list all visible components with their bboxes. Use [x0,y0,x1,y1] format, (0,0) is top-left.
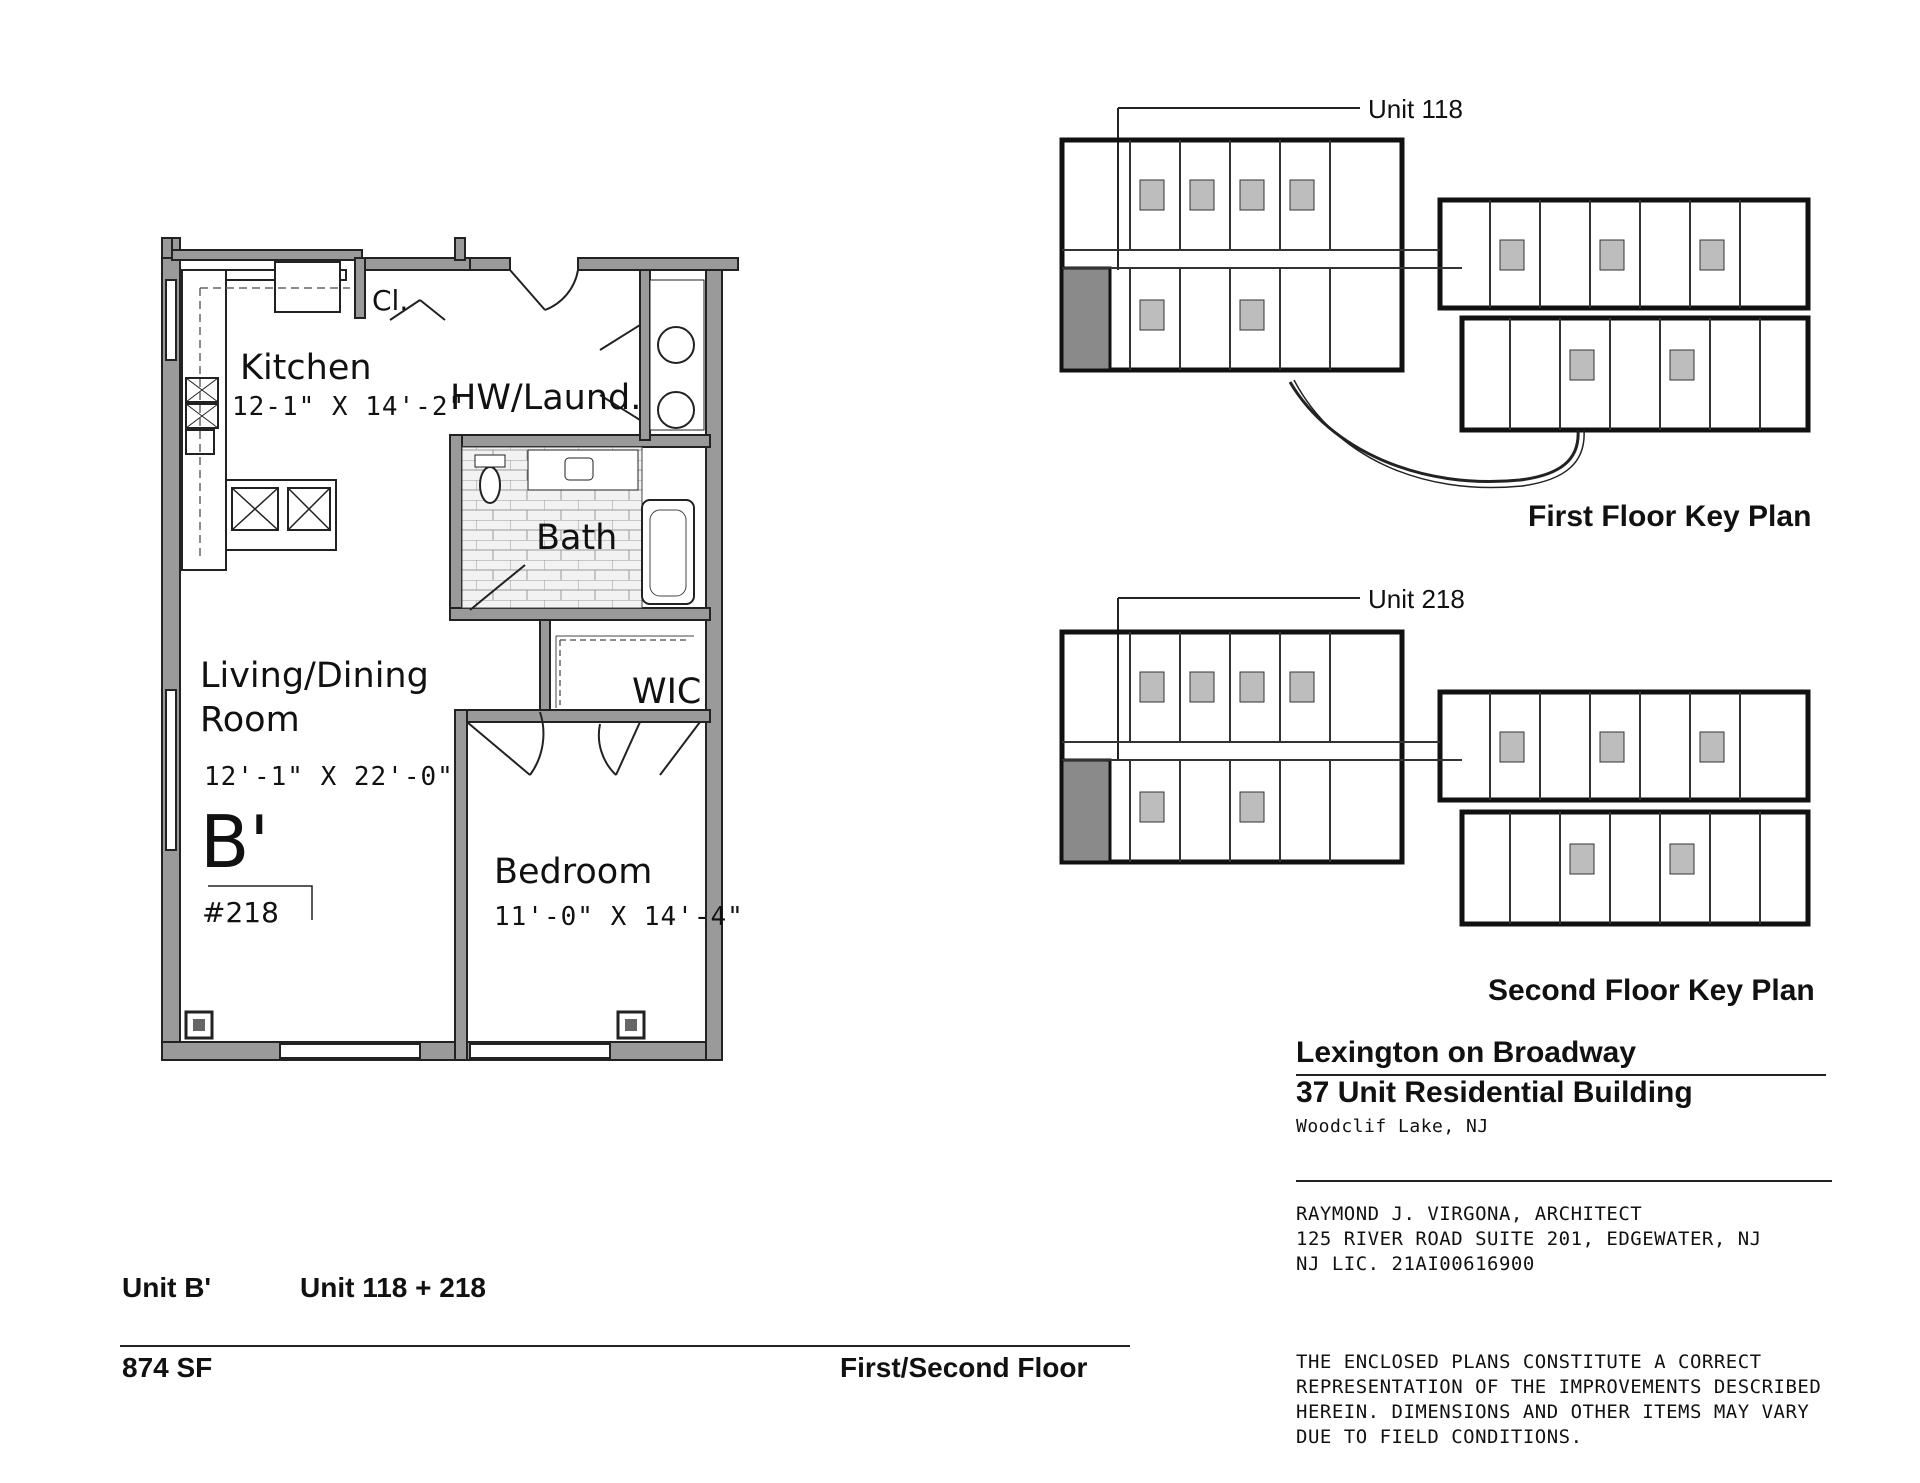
project-name-underline [1296,1074,1826,1076]
room-label-bath: Bath [536,518,618,558]
disclaimer-line: DUE TO FIELD CONDITIONS. [1296,1426,1583,1448]
room-label-living-room: Room [200,700,300,740]
architect-block: RAYMOND J. VIRGONA, ARCHITECT 125 RIVER … [1296,1202,1762,1277]
architect-name: RAYMOND J. VIRGONA, ARCHITECT [1296,1203,1643,1225]
room-label-wic: WIC [632,672,702,712]
second-floor-unit-callout: Unit 218 [1368,584,1465,614]
kitchen-dimensions: 12-1" X 14'-2" [232,392,466,422]
first-floor-key-plan [1059,107,1811,489]
room-label-kitchen: Kitchen [240,348,372,388]
bedroom-dimensions: 11'-0" X 14'-4" [494,902,744,932]
unit-type-label: B' [200,800,270,884]
disclaimer-line: THE ENCLOSED PLANS CONSTITUTE A CORRECT [1296,1351,1762,1373]
project-name: Lexington on Broadway [1296,1036,1637,1069]
disclaimer-block: THE ENCLOSED PLANS CONSTITUTE A CORRECT … [1296,1350,1821,1450]
room-label-closet: Cl. [372,284,409,317]
disclaimer-line: REPRESENTATION OF THE IMPROVEMENTS DESCR… [1296,1376,1822,1398]
unit-floor-plan [161,237,739,1061]
unit-floors: First/Second Floor [840,1352,1088,1383]
architect-address: 125 RIVER ROAD SUITE 201, EDGEWATER, NJ [1296,1228,1762,1250]
room-label-hw-laundry: HW/Laund. [450,378,642,418]
unit-number-label: #218 [202,896,279,929]
title-block-divider [1296,1180,1832,1182]
living-dimensions: 12'-1" X 22'-0" [204,762,454,792]
first-floor-unit-callout: Unit 118 [1368,94,1463,124]
second-floor-key-plan [1059,597,1811,927]
unit-numbers-title: Unit 118 + 218 [300,1272,487,1303]
project-location: Woodclif Lake, NJ [1296,1116,1489,1137]
first-floor-key-plan-title: First Floor Key Plan [1528,500,1812,533]
unit-type-title: Unit B' [122,1272,212,1303]
unit-area: 874 SF [122,1352,213,1383]
second-floor-key-plan-title: Second Floor Key Plan [1488,974,1815,1007]
room-label-living-dining: Living/Dining [200,656,429,696]
room-label-bedroom: Bedroom [494,852,653,892]
project-subtitle: 37 Unit Residential Building [1296,1076,1693,1109]
disclaimer-line: HEREIN. DIMENSIONS AND OTHER ITEMS MAY V… [1296,1401,1810,1423]
unit-info-divider [120,1345,1130,1347]
architect-license: NJ LIC. 21AI00616900 [1296,1253,1535,1275]
